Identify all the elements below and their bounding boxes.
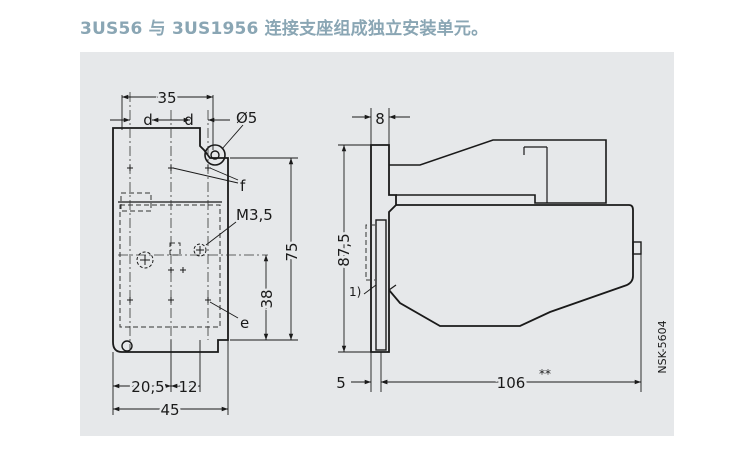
dim-75: 75 xyxy=(283,242,301,261)
page-title: 3US56 与 3US1956 连接支座组成独立安装单元。 xyxy=(80,19,489,39)
leader-note-1 xyxy=(363,284,377,295)
terminal-mid xyxy=(169,242,181,256)
dim-106-note: ** xyxy=(539,367,551,381)
drawing-panel xyxy=(80,52,674,436)
mounting-hole-bottom xyxy=(121,340,133,352)
dim-45: 45 xyxy=(160,401,179,419)
side-main-body xyxy=(388,204,634,327)
dim-d-2: d xyxy=(184,111,194,129)
dim-5: 5 xyxy=(336,374,346,392)
front-view: 35 d d Ø5 f M3,5 75 38 e xyxy=(110,87,304,422)
dim-106: 106 xyxy=(497,374,526,392)
side-plate-step xyxy=(388,284,397,291)
side-top-bracket xyxy=(389,139,607,204)
label-e: e xyxy=(240,314,249,332)
terminal-left xyxy=(136,251,154,269)
side-terminal xyxy=(632,241,642,255)
dim-87-5: 87,5 xyxy=(335,233,353,266)
leader-m35 xyxy=(205,221,237,246)
note-1: 1) xyxy=(349,285,361,299)
dim-35: 35 xyxy=(157,89,176,107)
side-plate-detail xyxy=(375,219,387,351)
leader-f-a xyxy=(172,167,239,184)
leader-dia xyxy=(221,124,244,150)
side-view: 8 87,5 1) 5 106 ** NSK-5604 xyxy=(333,108,669,395)
dim-d-1: d xyxy=(143,111,153,129)
label-thread: M3,5 xyxy=(236,206,273,224)
mounting-ear-top xyxy=(204,144,226,166)
side-dashed-inset xyxy=(365,224,375,281)
cross-markers xyxy=(127,165,211,303)
side-mounting-plate xyxy=(370,144,397,353)
dim-8: 8 xyxy=(375,110,385,128)
drawing-code: NSK-5604 xyxy=(656,320,669,373)
dim-12: 12 xyxy=(178,378,197,396)
terminal-right xyxy=(193,243,207,257)
leader-f-b xyxy=(209,167,239,181)
leader-e xyxy=(209,301,239,319)
mounting-hole-top xyxy=(210,150,220,160)
dashed-inner-box xyxy=(119,204,221,328)
dim-20-5: 20,5 xyxy=(131,378,164,396)
dim-38: 38 xyxy=(258,289,276,308)
dim-diameter: Ø5 xyxy=(236,109,257,127)
label-f: f xyxy=(240,177,246,195)
